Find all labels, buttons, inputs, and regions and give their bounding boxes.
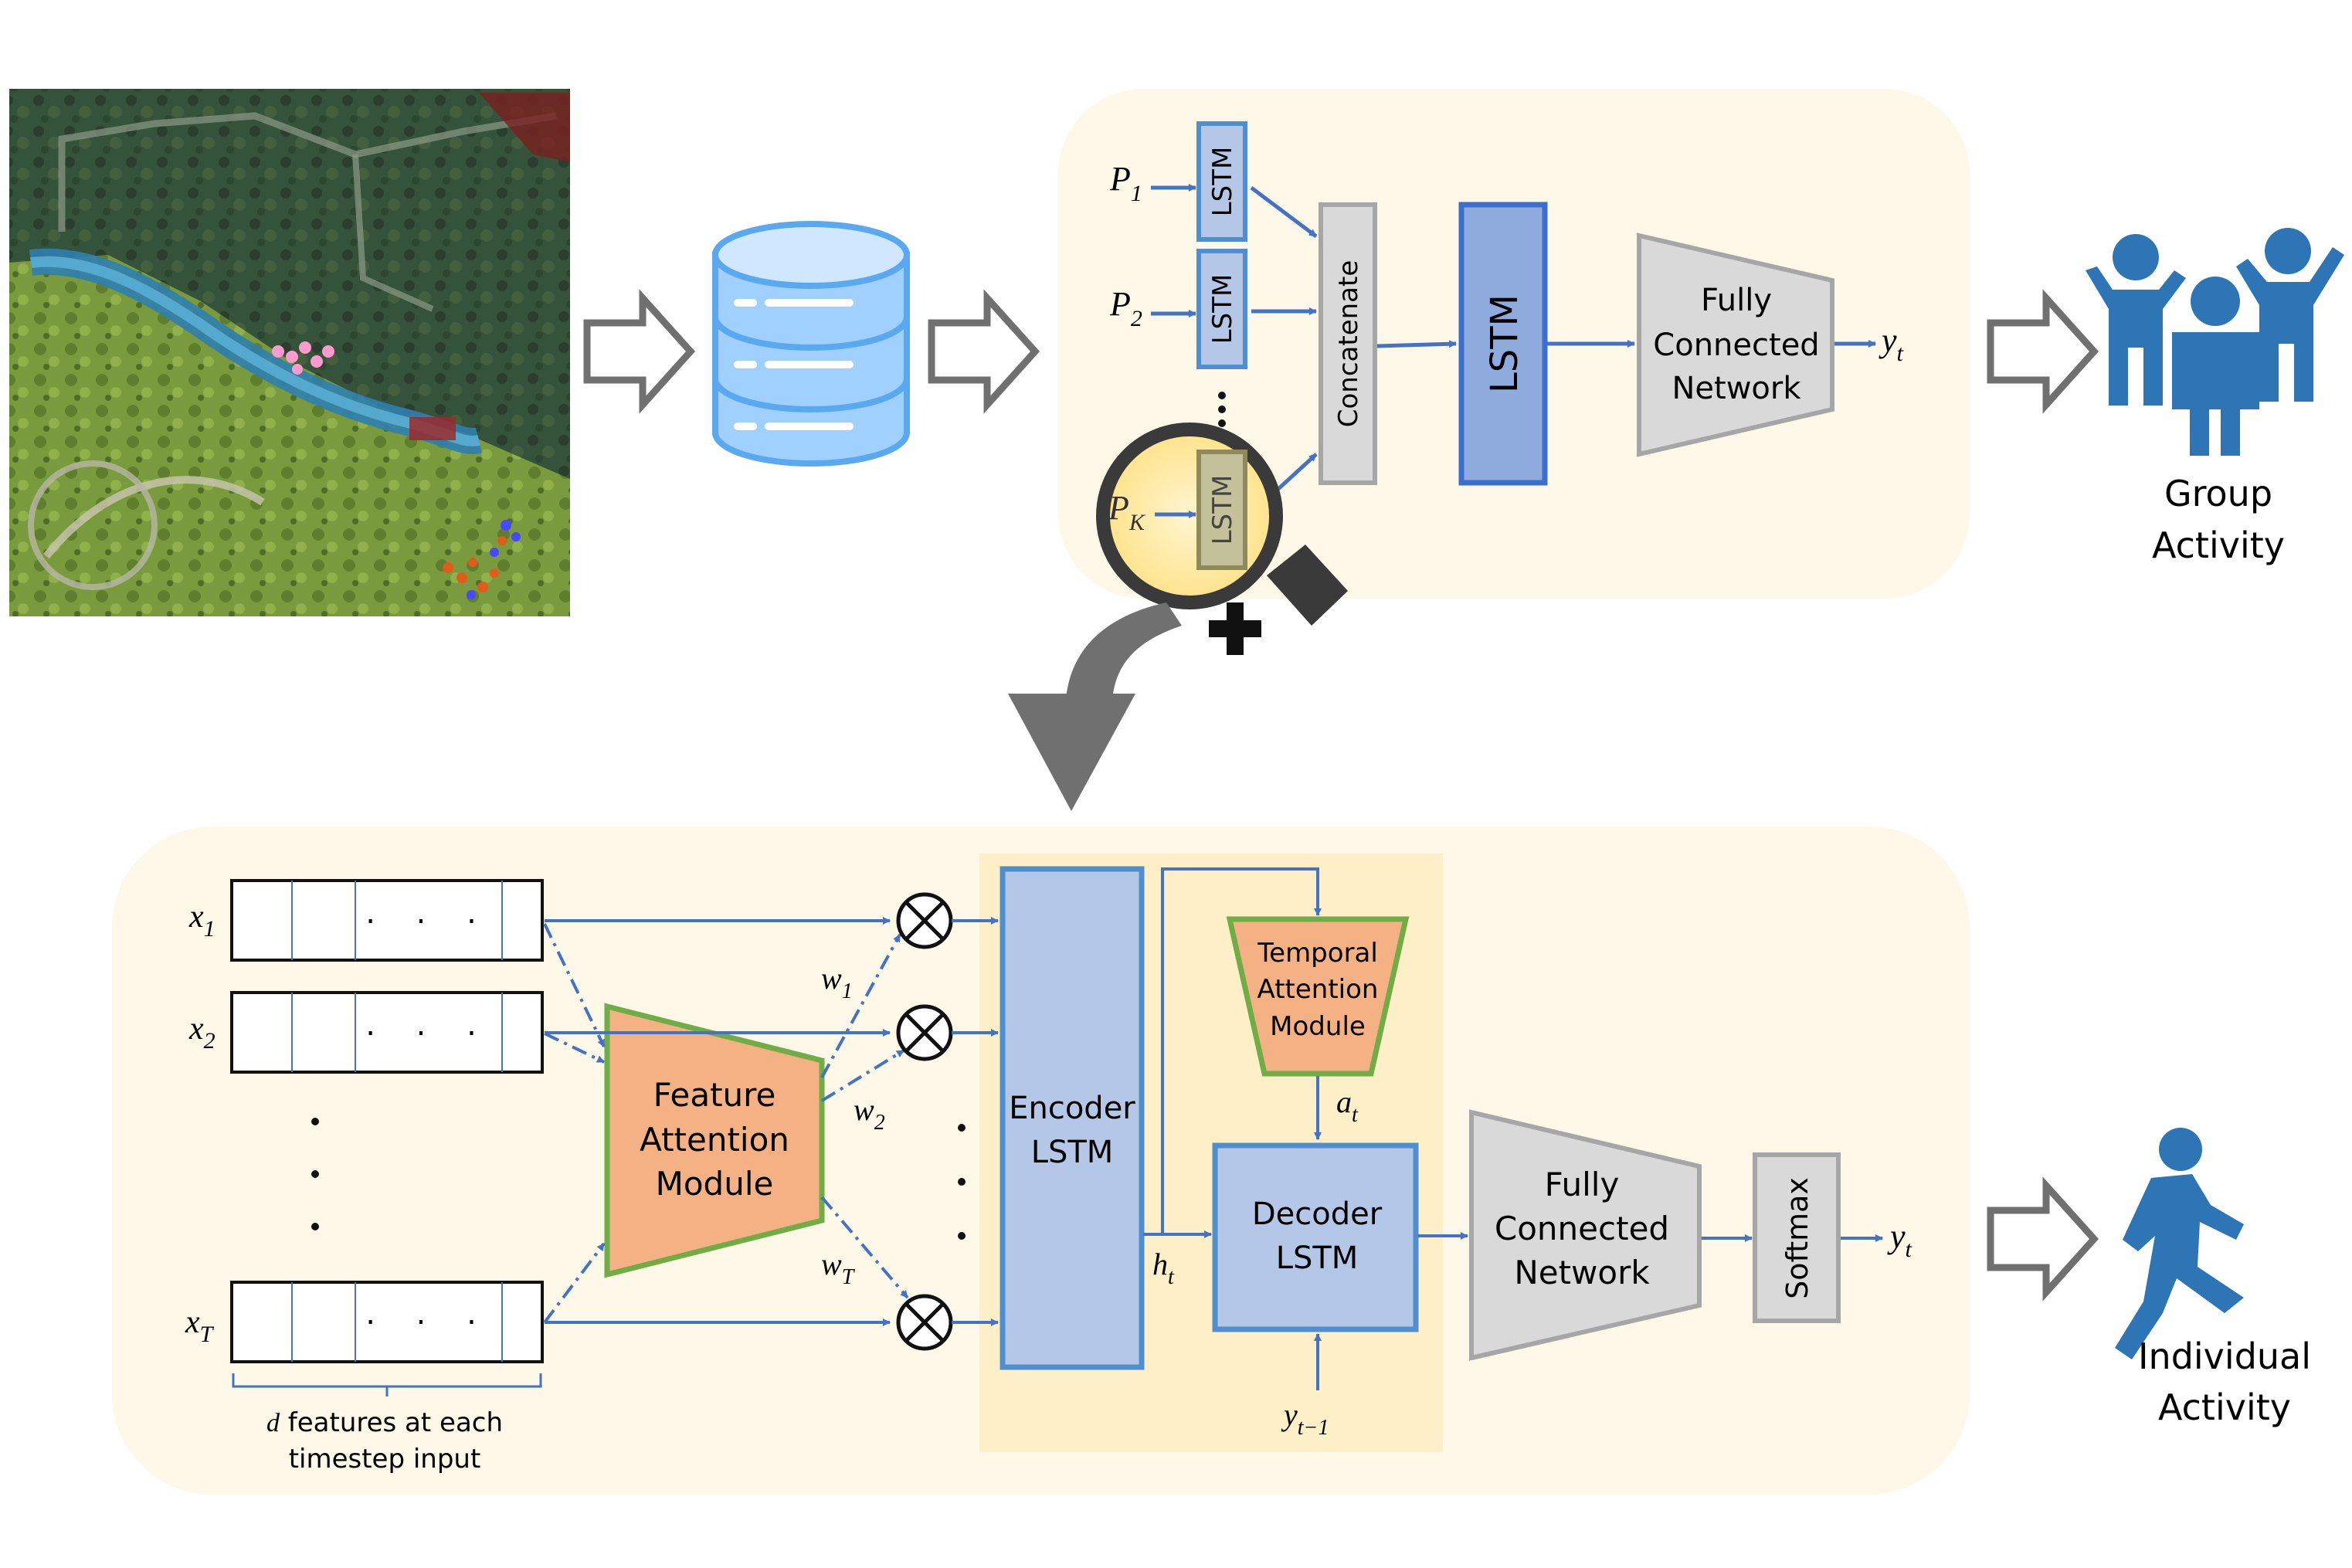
features-caption-line2: timestep input (289, 1444, 481, 1475)
svg-text:Network: Network (1672, 371, 1801, 406)
svg-text:Feature: Feature (653, 1076, 776, 1114)
hidden-state-label: ht (1152, 1247, 1175, 1289)
decoder-lstm: Decoder LSTM (1212, 1142, 1419, 1332)
lstm-p2: LSTM (1196, 249, 1247, 369)
svg-text:Fully: Fully (1545, 1166, 1620, 1203)
svg-text:Network: Network (1514, 1254, 1650, 1291)
zoom-curved-arrow (1008, 602, 1182, 811)
svg-text:LSTM: LSTM (1276, 1240, 1359, 1276)
svg-text:Module: Module (1270, 1011, 1366, 1042)
model-to-group-arrow (1987, 289, 2099, 414)
input-p1-label: P1 (1109, 160, 1142, 206)
svg-text:. . .: . . . (365, 1007, 492, 1043)
svg-text:Attention: Attention (1257, 974, 1379, 1005)
vertical-ellipsis (1218, 392, 1226, 427)
individual-activity-label-2: Activity (2158, 1386, 2291, 1428)
attention-a-label: at (1336, 1084, 1359, 1127)
individual-fully-connected-network: Fully Connected Network (1469, 1109, 1702, 1361)
temporal-attention-module: Temporal Attention Module (1226, 916, 1410, 1077)
svg-text:LSTM: LSTM (1031, 1135, 1114, 1170)
group-fully-connected-network: Fully Connected Network (1637, 232, 1834, 457)
multipliers-vertical-ellipsis (958, 1124, 966, 1240)
svg-text:Connected: Connected (1495, 1210, 1669, 1247)
svg-text:LSTM: LSTM (1207, 147, 1238, 217)
input-pk-label: PK (1108, 489, 1146, 535)
weight-w2-label: w2 (854, 1092, 885, 1135)
group-activity-label: Group (2164, 473, 2272, 514)
input-row-x1: . . . (230, 879, 544, 962)
individual-output-label: yt (1887, 1217, 1912, 1262)
group-output-label: yt (1879, 321, 1904, 366)
input-p2-label: P2 (1109, 285, 1142, 331)
game-map-image (9, 89, 570, 616)
weight-wt-label: wT (821, 1247, 856, 1289)
rows-vertical-ellipsis (311, 1118, 319, 1230)
db-to-model-arrow (928, 289, 1040, 414)
input-row-x2: . . . (230, 991, 544, 1074)
input-row-xt: . . . (230, 1281, 544, 1363)
weight-w1-label: w1 (821, 961, 853, 1003)
svg-text:. . .: . . . (365, 895, 492, 931)
group-lstm-block: LSTM (1458, 202, 1548, 486)
group-activity-icon (2086, 228, 2344, 456)
feature-attention-module: Feature Attention Module (604, 1003, 825, 1278)
multiply-node-1 (896, 892, 953, 949)
svg-text:LSTM: LSTM (1483, 294, 1526, 393)
multiply-node-t (896, 1294, 953, 1351)
model-to-individual-arrow (1987, 1176, 2099, 1302)
svg-text:Encoder: Encoder (1009, 1091, 1135, 1126)
individual-activity-icon (2115, 1128, 2244, 1359)
svg-text:Temporal: Temporal (1257, 938, 1378, 969)
features-brace (232, 1373, 542, 1397)
svg-text:Connected: Connected (1653, 328, 1819, 363)
prev-output-label: yt−1 (1281, 1397, 1329, 1440)
input-xt-label: xT (185, 1305, 215, 1347)
svg-text:LSTM: LSTM (1207, 475, 1238, 545)
magnifier-icon: LSTM PK (1096, 423, 1348, 655)
svg-text:Concatenate: Concatenate (1333, 260, 1364, 428)
map-to-db-arrow (583, 289, 696, 414)
svg-text:Softmax: Softmax (1780, 1177, 1814, 1299)
svg-text:LSTM: LSTM (1207, 274, 1238, 344)
encoder-lstm: Encoder LSTM (1000, 866, 1145, 1370)
database-icon (712, 221, 910, 467)
concatenate-block: Concatenate (1319, 202, 1377, 485)
lstm-p1: LSTM (1196, 121, 1247, 242)
input-x2-label: x2 (188, 1011, 216, 1054)
features-caption-line1: d features at each (266, 1407, 503, 1438)
svg-text:Decoder: Decoder (1252, 1196, 1383, 1232)
svg-text:Attention: Attention (640, 1121, 789, 1159)
svg-text:Module: Module (656, 1165, 774, 1203)
multiply-node-2 (896, 1004, 953, 1061)
group-activity-label-2: Activity (2152, 524, 2285, 566)
input-x1-label: x1 (188, 899, 216, 942)
svg-text:. . .: . . . (365, 1296, 492, 1332)
individual-activity-label: Individual (2138, 1336, 2311, 1377)
softmax-block: Softmax (1753, 1152, 1841, 1323)
svg-text:Fully: Fully (1701, 283, 1772, 318)
